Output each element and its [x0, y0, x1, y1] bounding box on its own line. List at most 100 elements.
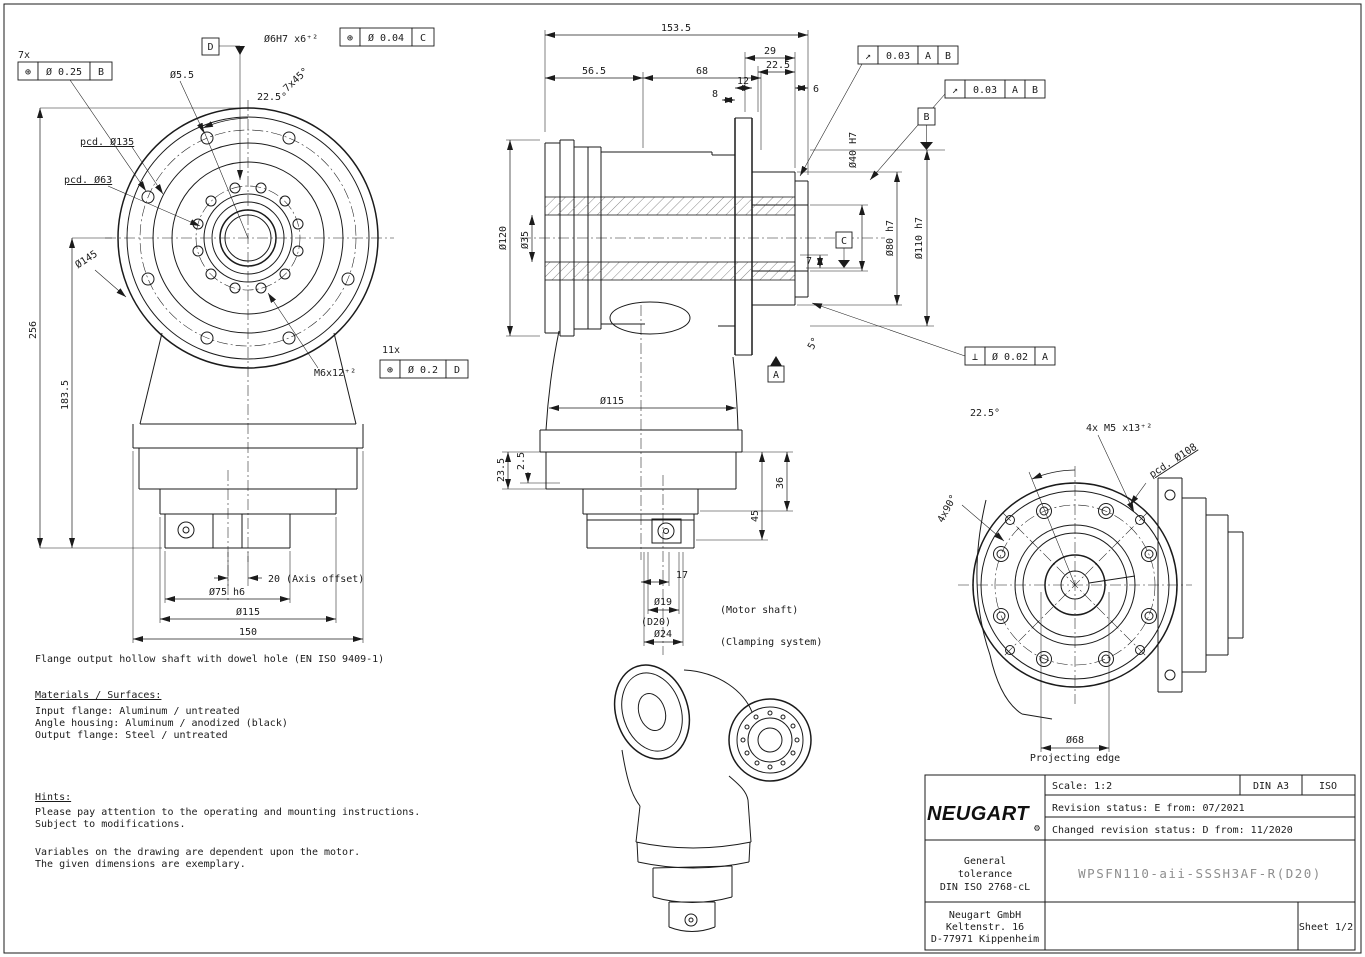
dim-dia-110: Ø110 h7	[913, 217, 925, 259]
dim-height-partial: 183.5	[60, 380, 71, 410]
dim-dia-80: Ø80 h7	[884, 220, 896, 256]
dim-len-8: 8	[712, 89, 718, 100]
hint-line: Please pay attention to the operating an…	[35, 807, 420, 818]
side-section-view: 153.5 56.5 68 29 22.5 12 8 6 ↗ 0.03 A B …	[496, 23, 1056, 655]
gdt-runout-icon: ↗	[865, 51, 871, 62]
label-pcd-outer: pcd. Ø135	[80, 136, 134, 148]
dim-height-total: 256	[28, 321, 39, 339]
dim-len-565: 56.5	[582, 66, 606, 77]
dim-len-25: 2.5	[516, 452, 527, 470]
dim-pattern-4x90: 4x90°	[936, 493, 960, 525]
gdt-position-icon: ⊕	[347, 33, 353, 44]
format-label: DIN A3	[1253, 781, 1289, 792]
dim-angle-225: 22.5°	[257, 92, 287, 103]
notes-block: Flange output hollow shaft with dowel ho…	[35, 654, 420, 870]
hint-line: Variables on the drawing are dependent u…	[35, 847, 360, 858]
company-line: D-77971 Kippenheim	[931, 934, 1039, 945]
label-qty7: 7x	[18, 50, 30, 61]
datum-d: D	[201, 37, 245, 56]
dim-dia-bore40: Ø40 H7	[847, 132, 859, 168]
callout-dowel: Ø6H7 x6⁺²	[264, 33, 318, 45]
dim-dia-spigot: Ø75 h6	[209, 586, 245, 598]
label-pcd-108: pcd. Ø108	[1147, 441, 1199, 481]
dim-chamfer: 7x45°	[282, 66, 312, 95]
dim-len-6: 6	[813, 84, 819, 95]
gdt-position-icon: ⊕	[25, 67, 31, 78]
callout-thread: M6x12⁺²	[314, 368, 356, 379]
company-line: Neugart GmbH	[949, 910, 1021, 921]
dim-len-36: 36	[775, 477, 786, 489]
callout-m5: 4x M5 x13⁺²	[1086, 423, 1152, 434]
material-line: Angle housing: Aluminum / anodized (blac…	[35, 718, 288, 729]
dim-dia-19: Ø19	[654, 596, 672, 608]
dim-len-68: 68	[696, 66, 708, 77]
svg-text:B: B	[945, 51, 951, 62]
neugart-logo: NEUGART	[927, 803, 1030, 825]
tolerance-line: DIN ISO 2768-cL	[940, 882, 1030, 893]
hint-line: The given dimensions are exemplary.	[35, 859, 246, 870]
dim-len-225: 22.5	[766, 60, 790, 71]
sheet-number: Sheet 1/2	[1299, 922, 1353, 933]
note-d20: (D20)	[641, 617, 671, 628]
projection-label: ISO	[1319, 781, 1337, 792]
dim-bolt-hole: Ø5.5	[170, 69, 194, 81]
materials-title: Materials / Surfaces:	[35, 690, 161, 701]
dim-len-235: 23.5	[496, 458, 507, 482]
dim-width-150: 150	[239, 627, 257, 638]
fcf-position-dowel: ⊕ Ø 0.04 C	[339, 27, 435, 47]
svg-text:Ø 0.04: Ø 0.04	[368, 32, 404, 44]
hints-title: Hints:	[35, 792, 71, 803]
dim-dia-flange: Ø145	[73, 248, 100, 271]
page-border	[3, 3, 1362, 954]
fcf-position-bolts: ⊕ Ø 0.25 B	[17, 61, 113, 81]
svg-text:C: C	[841, 236, 847, 247]
svg-text:B: B	[923, 112, 929, 123]
svg-text:A: A	[925, 51, 931, 62]
dim-dia-24: Ø24	[654, 628, 672, 640]
fcf-position-threads: ⊕ Ø 0.2 D	[379, 359, 469, 379]
svg-text:D: D	[454, 365, 460, 376]
dim-axis-offset: 20 (Axis offset)	[268, 574, 364, 585]
scale-label: Scale: 1:2	[1052, 781, 1112, 792]
hint-line: Subject to modifications.	[35, 819, 186, 830]
label-qty11: 11x	[382, 345, 400, 356]
fcf-perpendicularity: ⊥ Ø 0.02 A	[964, 346, 1056, 366]
material-line: Output flange: Steel / untreated	[35, 730, 228, 741]
isometric-view	[613, 664, 812, 932]
svg-text:A: A	[773, 370, 779, 381]
changed-revision-status: Changed revision status: D from: 11/2020	[1052, 825, 1293, 836]
svg-text:A: A	[1042, 352, 1048, 363]
counterbore-holes	[993, 503, 1157, 667]
dim-len-total: 153.5	[661, 23, 691, 34]
dim-dia-120: Ø120	[497, 226, 509, 250]
dim-len-29: 29	[764, 46, 776, 57]
svg-text:Ø 0.2: Ø 0.2	[408, 364, 438, 376]
revision-status: Revision status: E from: 07/2021	[1052, 803, 1245, 814]
material-line: Input flange: Aluminum / untreated	[35, 706, 240, 717]
dim-dia-68: Ø68	[1066, 734, 1084, 746]
fcf-runout-side: ↗ 0.03 A B	[944, 79, 1046, 99]
part-number: WPSFN110-aii-SSSH3AF-R(D20)	[1078, 866, 1322, 881]
gdt-position-icon: ⊕	[387, 365, 393, 376]
tolerance-line: tolerance	[958, 869, 1012, 880]
svg-text:D: D	[207, 42, 213, 53]
note-clamping-system: (Clamping system)	[720, 637, 822, 648]
dim-len-12: 12	[737, 76, 749, 87]
datum-c: C	[806, 231, 862, 269]
dim-angle-225: 22.5°	[970, 408, 1000, 419]
dim-dia-115: Ø115	[600, 395, 624, 407]
svg-text:C: C	[420, 33, 426, 44]
dim-len-45: 45	[750, 510, 761, 522]
front-view: 256 183.5 pcd. Ø135 pcd. Ø63 Ø145 7x ⊕ Ø…	[17, 27, 469, 643]
gdt-perpendicularity-icon: ⊥	[972, 352, 978, 363]
g dt-runout-icon: ↗	[952, 85, 958, 96]
svg-text:A: A	[1012, 85, 1018, 96]
datum-b: B	[917, 107, 936, 150]
svg-text:B: B	[1032, 85, 1038, 96]
dim-len-7: 7	[806, 256, 812, 267]
datum-a: A	[767, 356, 785, 383]
svg-text:B: B	[98, 67, 104, 78]
fcf-runout-top: ↗ 0.03 A B	[857, 45, 959, 65]
iso-bolt-dots	[740, 710, 800, 770]
